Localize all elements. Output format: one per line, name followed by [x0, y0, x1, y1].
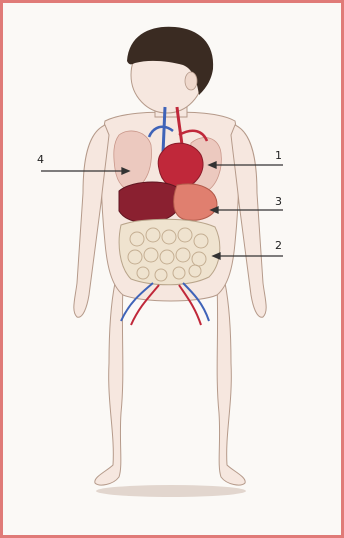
ground-shadow — [96, 485, 246, 497]
label-2: 2 — [275, 239, 282, 252]
right-leg — [95, 283, 123, 485]
intestines — [119, 219, 220, 285]
ear — [185, 72, 197, 90]
label-4: 4 — [37, 153, 44, 166]
label-1: 1 — [275, 149, 282, 162]
label-3: 3 — [275, 195, 282, 208]
vena-cava — [163, 107, 165, 153]
left-leg — [217, 283, 245, 485]
body-figure — [3, 3, 341, 535]
